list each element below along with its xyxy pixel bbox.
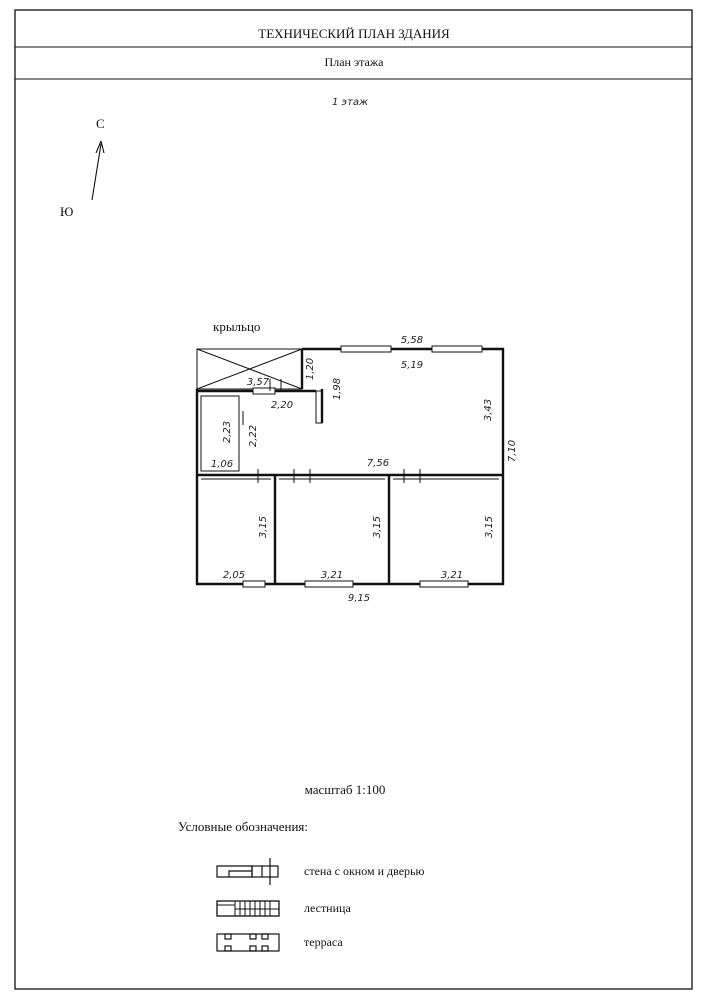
dim-room2-width: 3,21 bbox=[321, 570, 343, 581]
windows bbox=[242, 345, 483, 588]
terrace-symbol-icon bbox=[216, 933, 280, 952]
legend: Условные обозначения: стена с окном и дв… bbox=[178, 819, 425, 952]
floor-plan: крыльцо bbox=[195, 319, 518, 604]
stairs-symbol-icon bbox=[216, 900, 280, 917]
dim-big-room-height: 3,43 bbox=[483, 399, 494, 421]
exterior-walls bbox=[195, 347, 505, 586]
dim-top-outer: 5,58 bbox=[401, 335, 423, 346]
dim-small-room-width: 1,06 bbox=[211, 459, 233, 470]
dim-total-width: 9,15 bbox=[348, 593, 370, 604]
compass-arrow-icon bbox=[91, 140, 105, 201]
dim-porch-depth: 1,20 bbox=[305, 358, 316, 380]
compass-south-label: Ю bbox=[60, 204, 73, 219]
wall-window-door-symbol-icon bbox=[216, 858, 279, 885]
floor-label: 1 этаж bbox=[332, 97, 368, 108]
dim-total-height: 7,10 bbox=[507, 440, 518, 462]
porch-label: крыльцо bbox=[213, 319, 260, 334]
legend-item-stairs: лестница bbox=[304, 901, 351, 915]
compass-north-label: С bbox=[96, 116, 105, 131]
dim-hall-height: 2,22 bbox=[248, 425, 259, 447]
legend-item-wall: стена с окном и дверью bbox=[304, 864, 425, 878]
dim-room1-height: 3,15 bbox=[258, 516, 269, 538]
sheet-frame bbox=[14, 9, 693, 990]
doors bbox=[242, 379, 421, 483]
dim-hall-partition: 1,98 bbox=[332, 378, 343, 400]
dim-room2-height: 3,15 bbox=[372, 516, 383, 538]
legend-title: Условные обозначения: bbox=[178, 819, 308, 834]
dim-room3-width: 3,21 bbox=[441, 570, 463, 581]
dim-porch-width: 3,57 bbox=[247, 377, 270, 388]
interior-walls bbox=[197, 389, 503, 584]
porch bbox=[196, 348, 303, 390]
dim-hall-width: 2,20 bbox=[271, 400, 293, 411]
scale-label: масштаб 1:100 bbox=[305, 782, 386, 797]
document-subtitle: План этажа bbox=[325, 55, 385, 69]
dim-corridor-length: 7,56 bbox=[367, 458, 389, 469]
document-title: ТЕХНИЧЕСКИЙ ПЛАН ЗДАНИЯ bbox=[258, 26, 450, 41]
dim-top-inner: 5,19 bbox=[401, 360, 423, 371]
dim-small-room-height: 2,23 bbox=[222, 421, 233, 443]
dim-room1-width: 2,05 bbox=[223, 570, 245, 581]
legend-item-terrace: терраса bbox=[304, 935, 343, 949]
dim-room3-height: 3,15 bbox=[484, 516, 495, 538]
